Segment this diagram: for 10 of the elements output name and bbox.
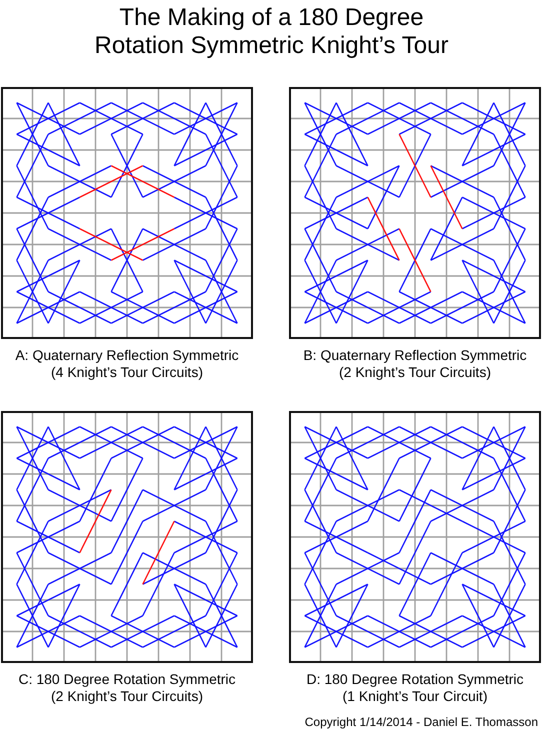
panel-caption: D: 180 Degree Rotation Symmetric (306, 671, 524, 688)
circuit-count-caption: (2 Knight’s Tour Circuits) (51, 688, 203, 705)
circuit-count-caption: (1 Knight’s Tour Circuit) (342, 688, 488, 705)
panel-caption: B: Quaternary Reflection Symmetric (303, 347, 527, 364)
panel-caption: A: Quaternary Reflection Symmetric (15, 347, 239, 364)
diagram-title: The Making of a 180 Degree Rotation Symmetric Knight’s Tour (94, 4, 448, 58)
panel-caption: C: 180 Degree Rotation Symmetric (18, 671, 236, 688)
circuit-count-caption: (2 Knight’s Tour Circuits) (339, 364, 491, 381)
copyright-note: Copyright 1/14/2014 - Daniel E. Thomasson (304, 715, 538, 729)
circuit-count-caption: (4 Knight’s Tour Circuits) (51, 364, 203, 381)
